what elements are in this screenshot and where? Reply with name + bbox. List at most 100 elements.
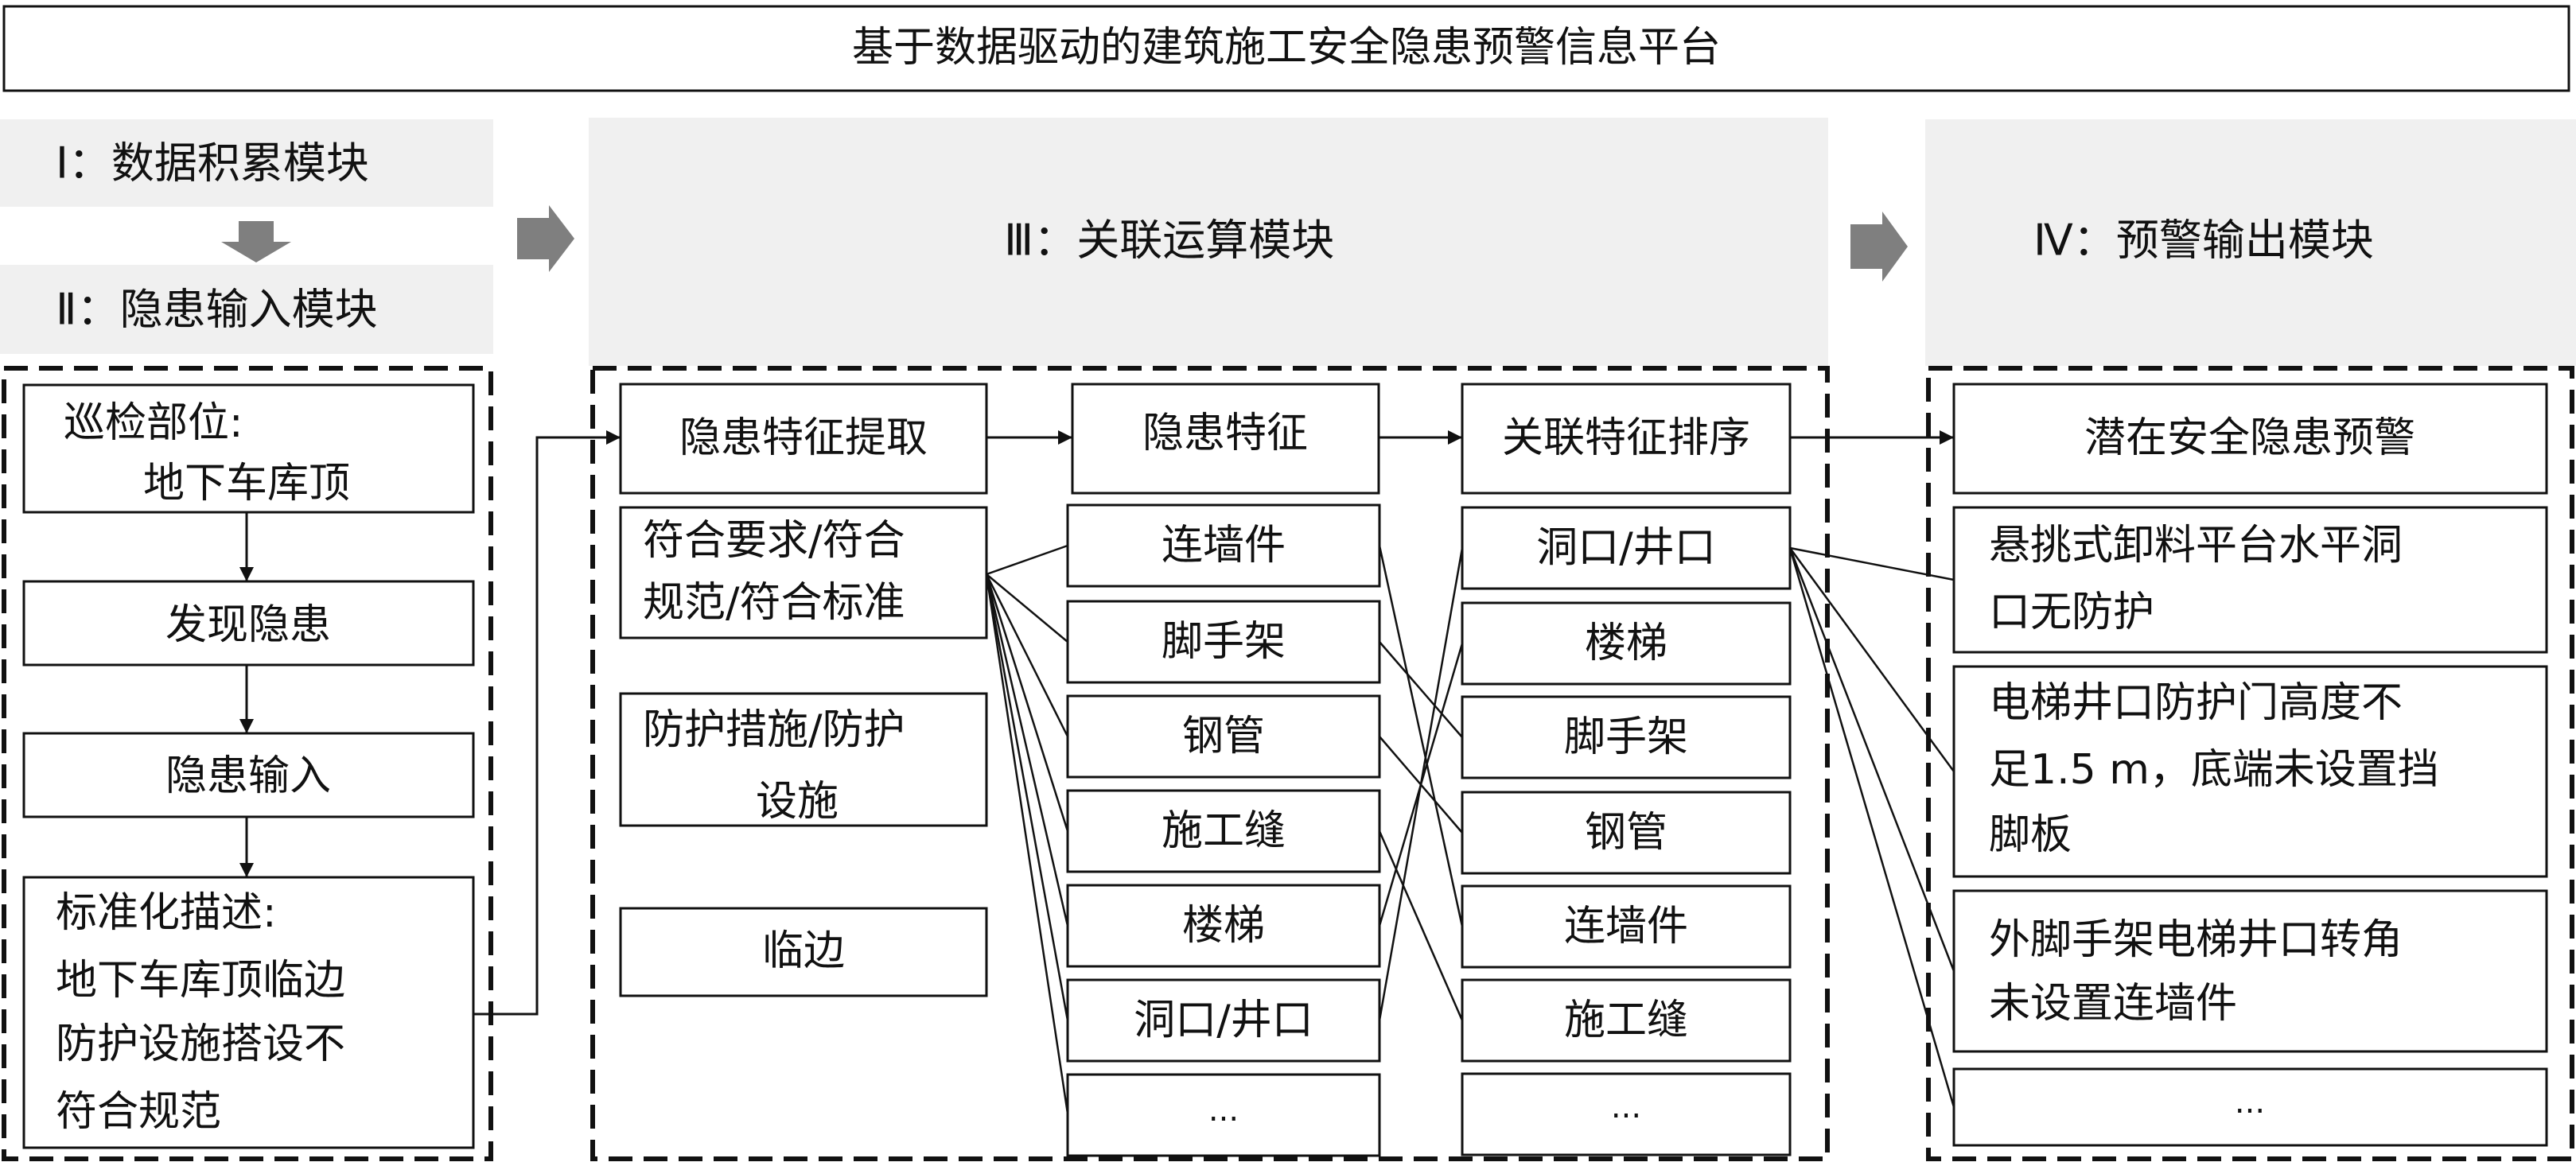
module-4-label: Ⅳ：预警输出模块: [2033, 216, 2374, 266]
extract-item-protection-line-2: 设施: [756, 778, 839, 826]
feature-box-6: [1066, 978, 1381, 1063]
correlation-ranking-label: 关联特征排序: [1502, 414, 1750, 462]
right-arrow-icon-2: [1850, 212, 1908, 282]
warning-box-1: [1952, 506, 2548, 654]
warning-4-label: ...: [2235, 1084, 2265, 1121]
ranked-box-7: [1461, 1072, 1792, 1156]
warning-2-line-1: 电梯井口防护门高度不: [1989, 679, 2403, 727]
feature-label-2: 脚手架: [1162, 618, 1286, 666]
module-4-band: [1925, 119, 2576, 366]
platform-title: 基于数据驱动的建筑施工安全隐患预警信息平台: [852, 24, 1721, 72]
link-rank-warning-2: [1788, 547, 1955, 772]
feature-box-3: [1066, 694, 1381, 779]
inspection-line-1: 巡检部位:: [64, 399, 243, 447]
link-extract-feature-1: [986, 544, 1068, 576]
link-construction-joint: [1378, 830, 1464, 1021]
extraction-feature-links: [985, 544, 1069, 1114]
feature-label-7: ...: [1208, 1092, 1239, 1129]
link-wall-tie: [1378, 545, 1464, 927]
hazard-feature-label: 隐患特征: [1142, 410, 1308, 457]
extract-item-compliance-line-2: 规范/符合标准: [643, 579, 905, 627]
warning-2-line-2: 足1.5 m，底端未设置挡: [1989, 746, 2439, 794]
warning-header-box: [1952, 383, 2548, 495]
input-to-extraction-connector: [473, 430, 621, 1016]
feature-label-1: 连墙件: [1162, 522, 1286, 569]
module-2-band: [0, 265, 493, 354]
module-3-label: Ⅲ：关联运算模块: [1004, 216, 1334, 266]
hazard-feature-header: [1071, 383, 1380, 495]
warning-3-line-1: 外脚手架电梯井口转角: [1989, 916, 2403, 964]
extract-item-compliance-line-1: 符合要求/符合: [643, 517, 905, 565]
extract-item-protection: [619, 692, 988, 827]
link-extract-feature-2: [986, 573, 1068, 643]
feature-box-5: [1066, 884, 1381, 968]
warning-2-line-3: 脚板: [1989, 811, 2072, 859]
feature-extraction-header: [619, 383, 988, 495]
warning-1-line-2: 口无防护: [1989, 589, 2154, 636]
extract-item-compliance: [619, 506, 988, 639]
inspection-box: [22, 383, 475, 514]
hazard-input-label: 隐患输入: [165, 752, 331, 800]
warning-box-3: [1952, 889, 2548, 1053]
link-extract-feature-5: [985, 573, 1069, 927]
warning-3-line-2: 未设置连墙件: [1989, 980, 2237, 1028]
correlation-ranking-header: [1461, 383, 1792, 495]
feature-box-4: [1066, 789, 1381, 873]
feature-label-3: 钢管: [1182, 713, 1265, 760]
feature-label-4: 施工缝: [1162, 807, 1286, 855]
module-1-band: [0, 119, 493, 207]
link-opening: [1378, 547, 1464, 1021]
ranked-box-4: [1461, 791, 1792, 875]
warning-header-label: 潜在安全隐患预警: [2084, 414, 2415, 462]
warning-box-4: [1952, 1067, 2548, 1147]
std-desc-line-4: 符合规范: [56, 1088, 221, 1136]
ranked-box-2: [1461, 601, 1792, 686]
discover-box: [22, 580, 475, 667]
input-module-frame: [2, 366, 493, 1161]
extract-item-edge: [619, 907, 988, 997]
link-rank-warning-4: [1788, 547, 1955, 1108]
link-extract-feature-7: [985, 573, 1069, 1114]
feature-label-6: 洞口/井口: [1134, 997, 1313, 1044]
std-desc-line-1: 标准化描述:: [56, 889, 277, 937]
module-1-label: Ⅰ：数据积累模块: [56, 138, 369, 189]
title-box: [2, 5, 2570, 92]
link-extract-feature-3: [985, 573, 1069, 737]
ranked-label-7: ...: [1611, 1089, 1641, 1125]
output-module-frame: [1926, 366, 2574, 1161]
ranking-warning-links: [1788, 546, 1955, 1108]
warning-box-2: [1952, 665, 2548, 878]
right-arrow-icon-1: [517, 205, 574, 272]
std-desc-line-2: 地下车库顶临边: [56, 957, 345, 1005]
ranked-box-5: [1461, 884, 1792, 969]
inspection-line-2: 地下车库顶: [143, 460, 350, 507]
hazard-input-box: [22, 732, 475, 818]
ranked-label-2: 楼梯: [1585, 620, 1667, 667]
feature-ranking-links: [1378, 545, 1464, 1021]
extract-item-protection-line-1: 防护措施/防护: [643, 706, 905, 754]
std-desc-line-3: 防护设施搭设不: [56, 1020, 345, 1068]
link-rank-warning-1: [1789, 546, 1955, 581]
extract-item-edge-label: 临边: [762, 927, 845, 975]
standardized-description-box: [22, 876, 475, 1149]
feature-extraction-label: 隐患特征提取: [679, 414, 928, 462]
ranked-box-6: [1461, 978, 1792, 1063]
computation-module-frame: [590, 366, 1830, 1161]
discover-label: 发现隐患: [165, 601, 331, 649]
ranked-label-6: 施工缝: [1564, 997, 1688, 1044]
link-extract-feature-4: [985, 573, 1069, 832]
module-3-band: [589, 118, 1828, 366]
feature-label-5: 楼梯: [1182, 902, 1265, 950]
ranked-label-5: 连墙件: [1564, 903, 1688, 950]
link-scaffold: [1379, 641, 1463, 738]
ranked-label-3: 脚手架: [1564, 713, 1688, 761]
warning-1-line-1: 悬挑式卸料平台水平洞: [1989, 522, 2403, 569]
down-arrow-icon: [221, 221, 291, 262]
feature-box-7: [1066, 1073, 1381, 1157]
ranked-box-3: [1461, 695, 1792, 779]
module-2-label: Ⅱ：隐患输入模块: [56, 285, 378, 335]
link-rank-warning-3: [1788, 547, 1955, 972]
ranked-label-1: 洞口/井口: [1536, 524, 1716, 572]
link-extract-feature-6: [985, 573, 1069, 1021]
